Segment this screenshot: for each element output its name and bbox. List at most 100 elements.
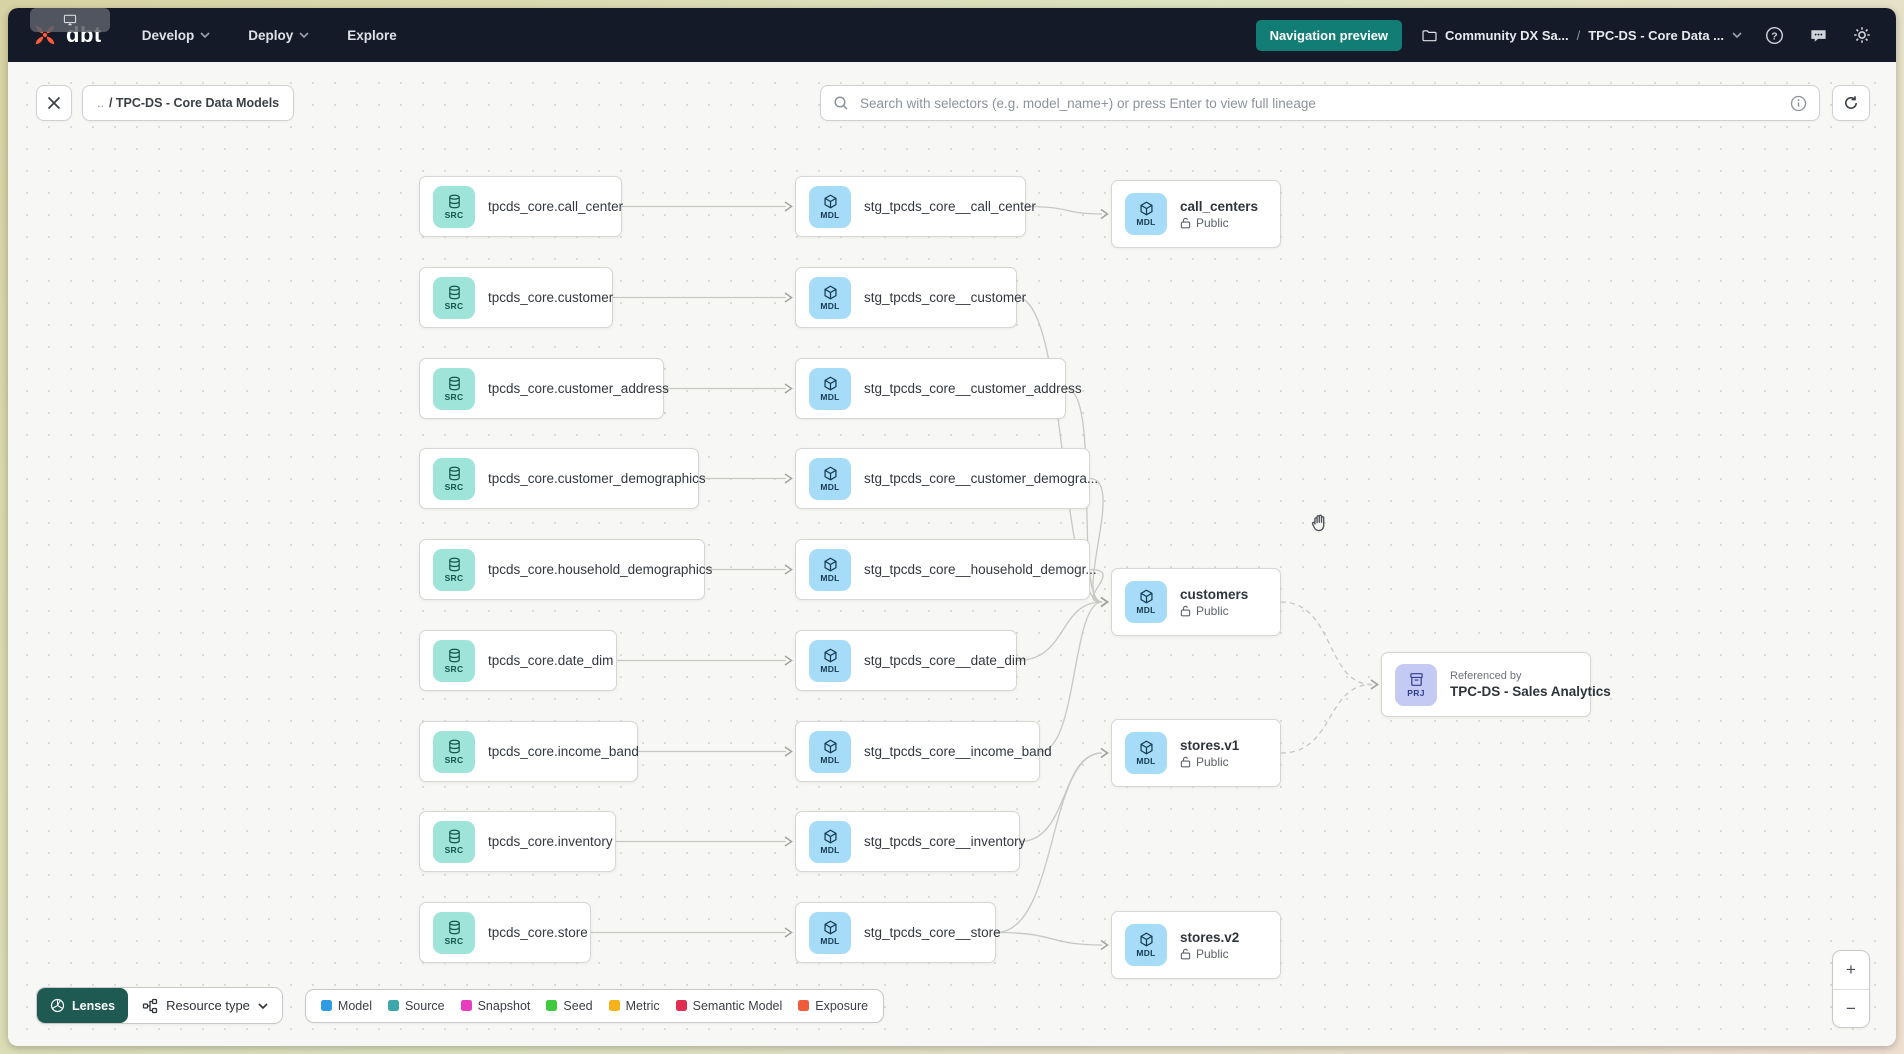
navbar-right: Navigation preview Community DX Sa... / … xyxy=(1255,19,1874,51)
main-menu: Develop Deploy Explore xyxy=(142,28,397,43)
close-lineage-button[interactable] xyxy=(36,85,72,121)
legend-item-source: Source xyxy=(387,999,445,1013)
node-label: stores.v1 xyxy=(1180,737,1240,753)
source-database-icon: SRC xyxy=(433,185,475,228)
menu-explore[interactable]: Explore xyxy=(347,28,397,43)
node-label: call_centers xyxy=(1180,198,1259,214)
menu-explore-label: Explore xyxy=(347,27,397,43)
chevron-down-icon xyxy=(200,32,210,38)
model-cube-icon: MDL xyxy=(1125,732,1167,774)
search-input[interactable] xyxy=(858,94,1781,112)
model-cube-icon: MDL xyxy=(1125,581,1167,623)
screen-share-tab[interactable] xyxy=(30,8,110,32)
zoom-out-button[interactable]: − xyxy=(1833,989,1869,1027)
menu-develop-label: Develop xyxy=(141,27,195,43)
semantic-model-swatch xyxy=(675,1000,687,1011)
legend-item-seed: Seed xyxy=(546,999,593,1013)
resource-type-dropdown[interactable]: Resource type xyxy=(128,988,282,1023)
model-swatch xyxy=(320,1000,332,1011)
lineage-node-src_call_center[interactable]: SRC tpcds_core.call_center xyxy=(419,176,624,237)
feedback-icon[interactable] xyxy=(1806,23,1830,47)
model-cube-icon: MDL xyxy=(809,639,851,682)
node-label: stg_tpcds_core__customer_address xyxy=(864,381,1082,396)
path-label: / TPC-DS - Core Data Models xyxy=(108,96,280,110)
model-cube-icon: MDL xyxy=(809,276,851,319)
node-label: tpcds_core.income_band xyxy=(488,744,639,759)
search-icon xyxy=(834,96,848,110)
lineage-node-stg_call_center[interactable]: MDL stg_tpcds_core__call_center xyxy=(795,176,1036,237)
node-label: tpcds_core.date_dim xyxy=(488,653,614,668)
model-cube-icon: MDL xyxy=(809,367,851,410)
refresh-icon xyxy=(1845,96,1857,109)
legend-item-exposure: Exposure xyxy=(798,999,868,1013)
lineage-search-bar[interactable] xyxy=(820,85,1820,121)
zoom-in-button[interactable]: + xyxy=(1846,960,1856,979)
source-swatch xyxy=(387,1000,399,1011)
chevron-down-icon[interactable] xyxy=(1732,32,1742,38)
navigation-preview-button[interactable]: Navigation preview xyxy=(1255,19,1403,51)
legend-bar: Lenses Resource type M xyxy=(36,987,885,1024)
node-label: tpcds_core.customer_address xyxy=(488,381,669,396)
lineage-path-chip[interactable]: .. / TPC-DS - Core Data Models xyxy=(82,85,295,121)
lenses-label: Lenses xyxy=(72,998,116,1013)
lineage-node-src_date_dim[interactable]: SRC tpcds_core.date_dim xyxy=(419,630,617,691)
lineage-node-stg_customer_address[interactable]: MDL stg_tpcds_core__customer_address xyxy=(795,358,1082,419)
breadcrumb-current[interactable]: TPC-DS - Core Data ... xyxy=(1588,27,1724,43)
breadcrumb-project[interactable]: Community DX Sa... xyxy=(1445,27,1569,43)
node-label: stg_tpcds_core__household_demogr... xyxy=(864,562,1097,577)
help-icon[interactable]: ? xyxy=(1762,23,1786,47)
node-label: stg_tpcds_core__date_dim xyxy=(864,653,1027,668)
model-cube-icon: MDL xyxy=(809,185,851,228)
resource-type-icon xyxy=(142,998,158,1013)
lineage-node-stg_date_dim[interactable]: MDL stg_tpcds_core__date_dim xyxy=(795,630,1027,691)
node-label: stg_tpcds_core__call_center xyxy=(864,199,1036,214)
chevron-down-icon xyxy=(258,1002,268,1009)
model-cube-icon: MDL xyxy=(809,820,851,863)
refresh-lineage-button[interactable] xyxy=(1832,85,1870,121)
legend-item-metric: Metric xyxy=(608,999,660,1013)
lock-open-icon xyxy=(1180,605,1191,616)
node-label: stg_tpcds_core__customer_demogra... xyxy=(864,471,1099,486)
lineage-node-src_customer_address[interactable]: SRC tpcds_core.customer_address xyxy=(419,358,669,419)
node-label: customers xyxy=(1180,586,1249,602)
menu-develop[interactable]: Develop xyxy=(142,28,211,43)
source-database-icon: SRC xyxy=(433,639,475,682)
source-database-icon: SRC xyxy=(433,367,475,410)
lock-open-icon xyxy=(1180,217,1191,228)
source-database-icon: SRC xyxy=(433,457,475,500)
legend-item-model: Model xyxy=(320,999,372,1013)
model-cube-icon: MDL xyxy=(809,457,851,500)
resource-legend: Model Source Snapshot Seed Metric Semant… xyxy=(304,988,885,1023)
model-cube-icon: MDL xyxy=(1125,924,1167,966)
menu-deploy[interactable]: Deploy xyxy=(248,28,309,43)
lock-open-icon xyxy=(1180,756,1191,767)
lineage-node-stg_customer_demographics[interactable]: MDL stg_tpcds_core__customer_demogra... xyxy=(795,448,1099,509)
node-label: tpcds_core.household_demographics xyxy=(488,562,713,577)
monitor-icon xyxy=(63,14,77,26)
model-cube-icon: MDL xyxy=(1125,193,1167,235)
node-label: tpcds_core.call_center xyxy=(488,199,624,214)
lenses-control: Lenses Resource type xyxy=(36,987,283,1024)
lenses-button[interactable]: Lenses xyxy=(37,988,129,1023)
settings-gear-icon[interactable] xyxy=(1850,23,1874,47)
info-icon[interactable] xyxy=(1790,95,1807,112)
metric-swatch xyxy=(608,1000,620,1011)
legend-item-snapshot: Snapshot xyxy=(460,999,530,1013)
